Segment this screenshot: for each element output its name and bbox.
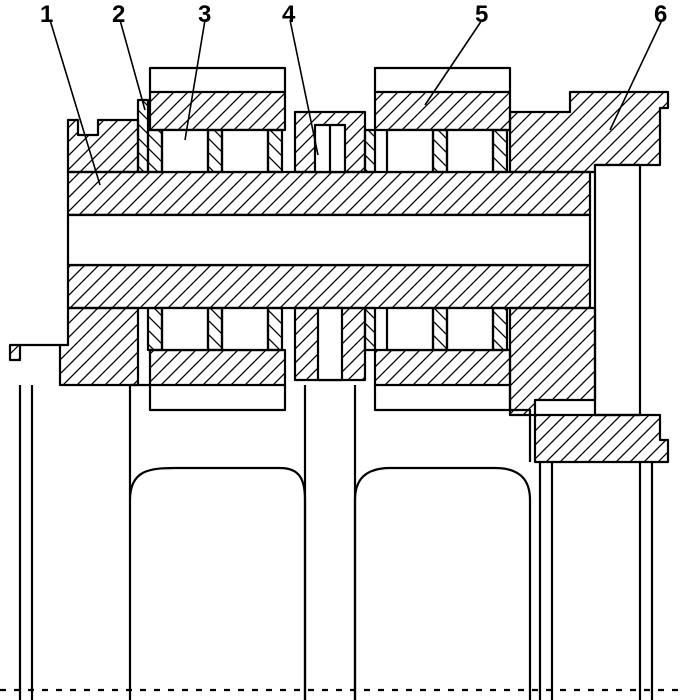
roller — [385, 128, 435, 174]
frame-pedestal-1 — [128, 385, 307, 700]
right-bearing-cup-upper — [373, 90, 512, 132]
housing-lower-left — [8, 306, 140, 387]
callout-1: 1 — [40, 1, 53, 28]
end-cap-lower — [508, 306, 597, 417]
callouts: 1 2 3 4 5 6 — [40, 1, 667, 28]
housing-upper-left — [66, 118, 140, 174]
end-cap-upper — [508, 90, 670, 174]
end-cap-flange — [533, 413, 670, 464]
roller — [385, 306, 435, 352]
roller — [445, 128, 495, 174]
frame-pedestal-2 — [353, 466, 532, 700]
leader-lines — [49, 19, 663, 186]
left-bearing-cup-lower — [148, 348, 287, 387]
right-bearing-cup-lower — [373, 348, 512, 387]
roller — [445, 306, 495, 352]
callout-5: 5 — [475, 1, 488, 28]
seal-ring — [136, 98, 150, 174]
callout-2: 2 — [112, 1, 125, 28]
callout-4: 4 — [282, 1, 296, 28]
frame-left-leg — [18, 385, 34, 700]
roller — [160, 306, 210, 352]
roller — [220, 128, 270, 174]
axle — [66, 170, 592, 217]
axle-lower — [66, 263, 592, 310]
callout-6: 6 — [654, 1, 667, 28]
left-bearing-cup-upper — [148, 90, 287, 132]
roller — [220, 306, 270, 352]
callout-3: 3 — [198, 1, 211, 28]
